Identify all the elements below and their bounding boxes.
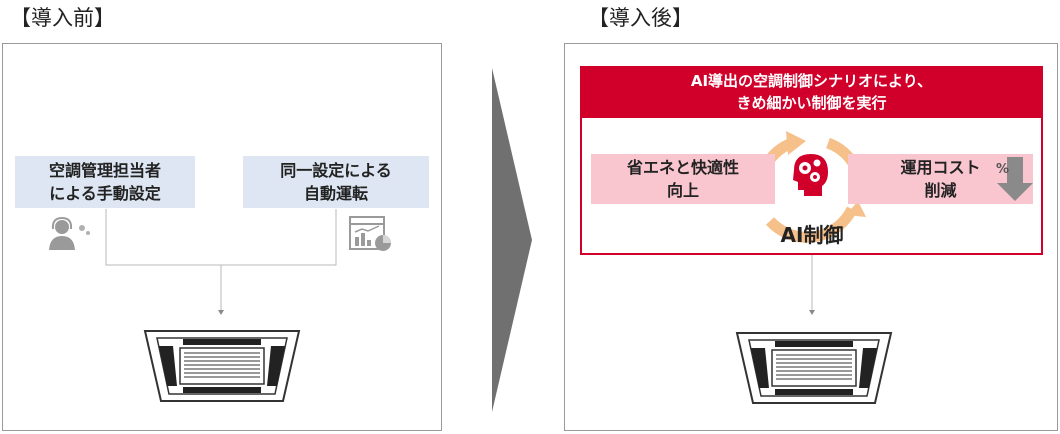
- auto-operation-line1: 同一設定による: [280, 161, 392, 180]
- ai-scenario-line1: AI導出の空調制御シナリオにより、: [690, 72, 933, 90]
- ceiling-ac-unit-icon: [735, 332, 893, 404]
- ceiling-ac-unit-icon: [143, 330, 301, 402]
- percent-symbol: %: [996, 162, 1010, 177]
- transition-arrow: [492, 68, 532, 412]
- ai-control-label: AI制御: [780, 223, 844, 247]
- energy-saving-line2: 向上: [666, 181, 699, 200]
- ai-scenario-line2: きめ細かい制御を実行: [736, 94, 887, 112]
- percent-down-arrow-icon: [997, 157, 1033, 201]
- ai-scenario-header: AI導出の空調制御シナリオにより、 きめ細かい制御を実行: [580, 66, 1043, 118]
- manual-setting-line1: 空調管理担当者: [48, 161, 161, 180]
- cost-reduction-box: 運用コスト 削減: [848, 154, 1033, 204]
- dashboard-chart-icon: [349, 216, 391, 251]
- manual-setting-line2: による手動設定: [49, 184, 161, 203]
- energy-saving-line1: 省エネと快適性: [626, 158, 739, 177]
- cost-reduction-line2: 削減: [924, 181, 957, 200]
- manual-setting-box: 空調管理担当者 による手動設定: [15, 156, 195, 208]
- cost-reduction-line1: 運用コスト: [900, 158, 981, 177]
- before-title: 【導入前】: [10, 6, 115, 30]
- auto-operation-box: 同一設定による 自動運転: [243, 156, 429, 208]
- auto-operation-line2: 自動運転: [303, 184, 368, 203]
- operator-headset-icon: [49, 216, 90, 250]
- energy-saving-box: 省エネと快適性 向上: [591, 154, 775, 204]
- ai-head-gears-icon: [793, 154, 828, 196]
- after-title: 【導入後】: [588, 6, 693, 30]
